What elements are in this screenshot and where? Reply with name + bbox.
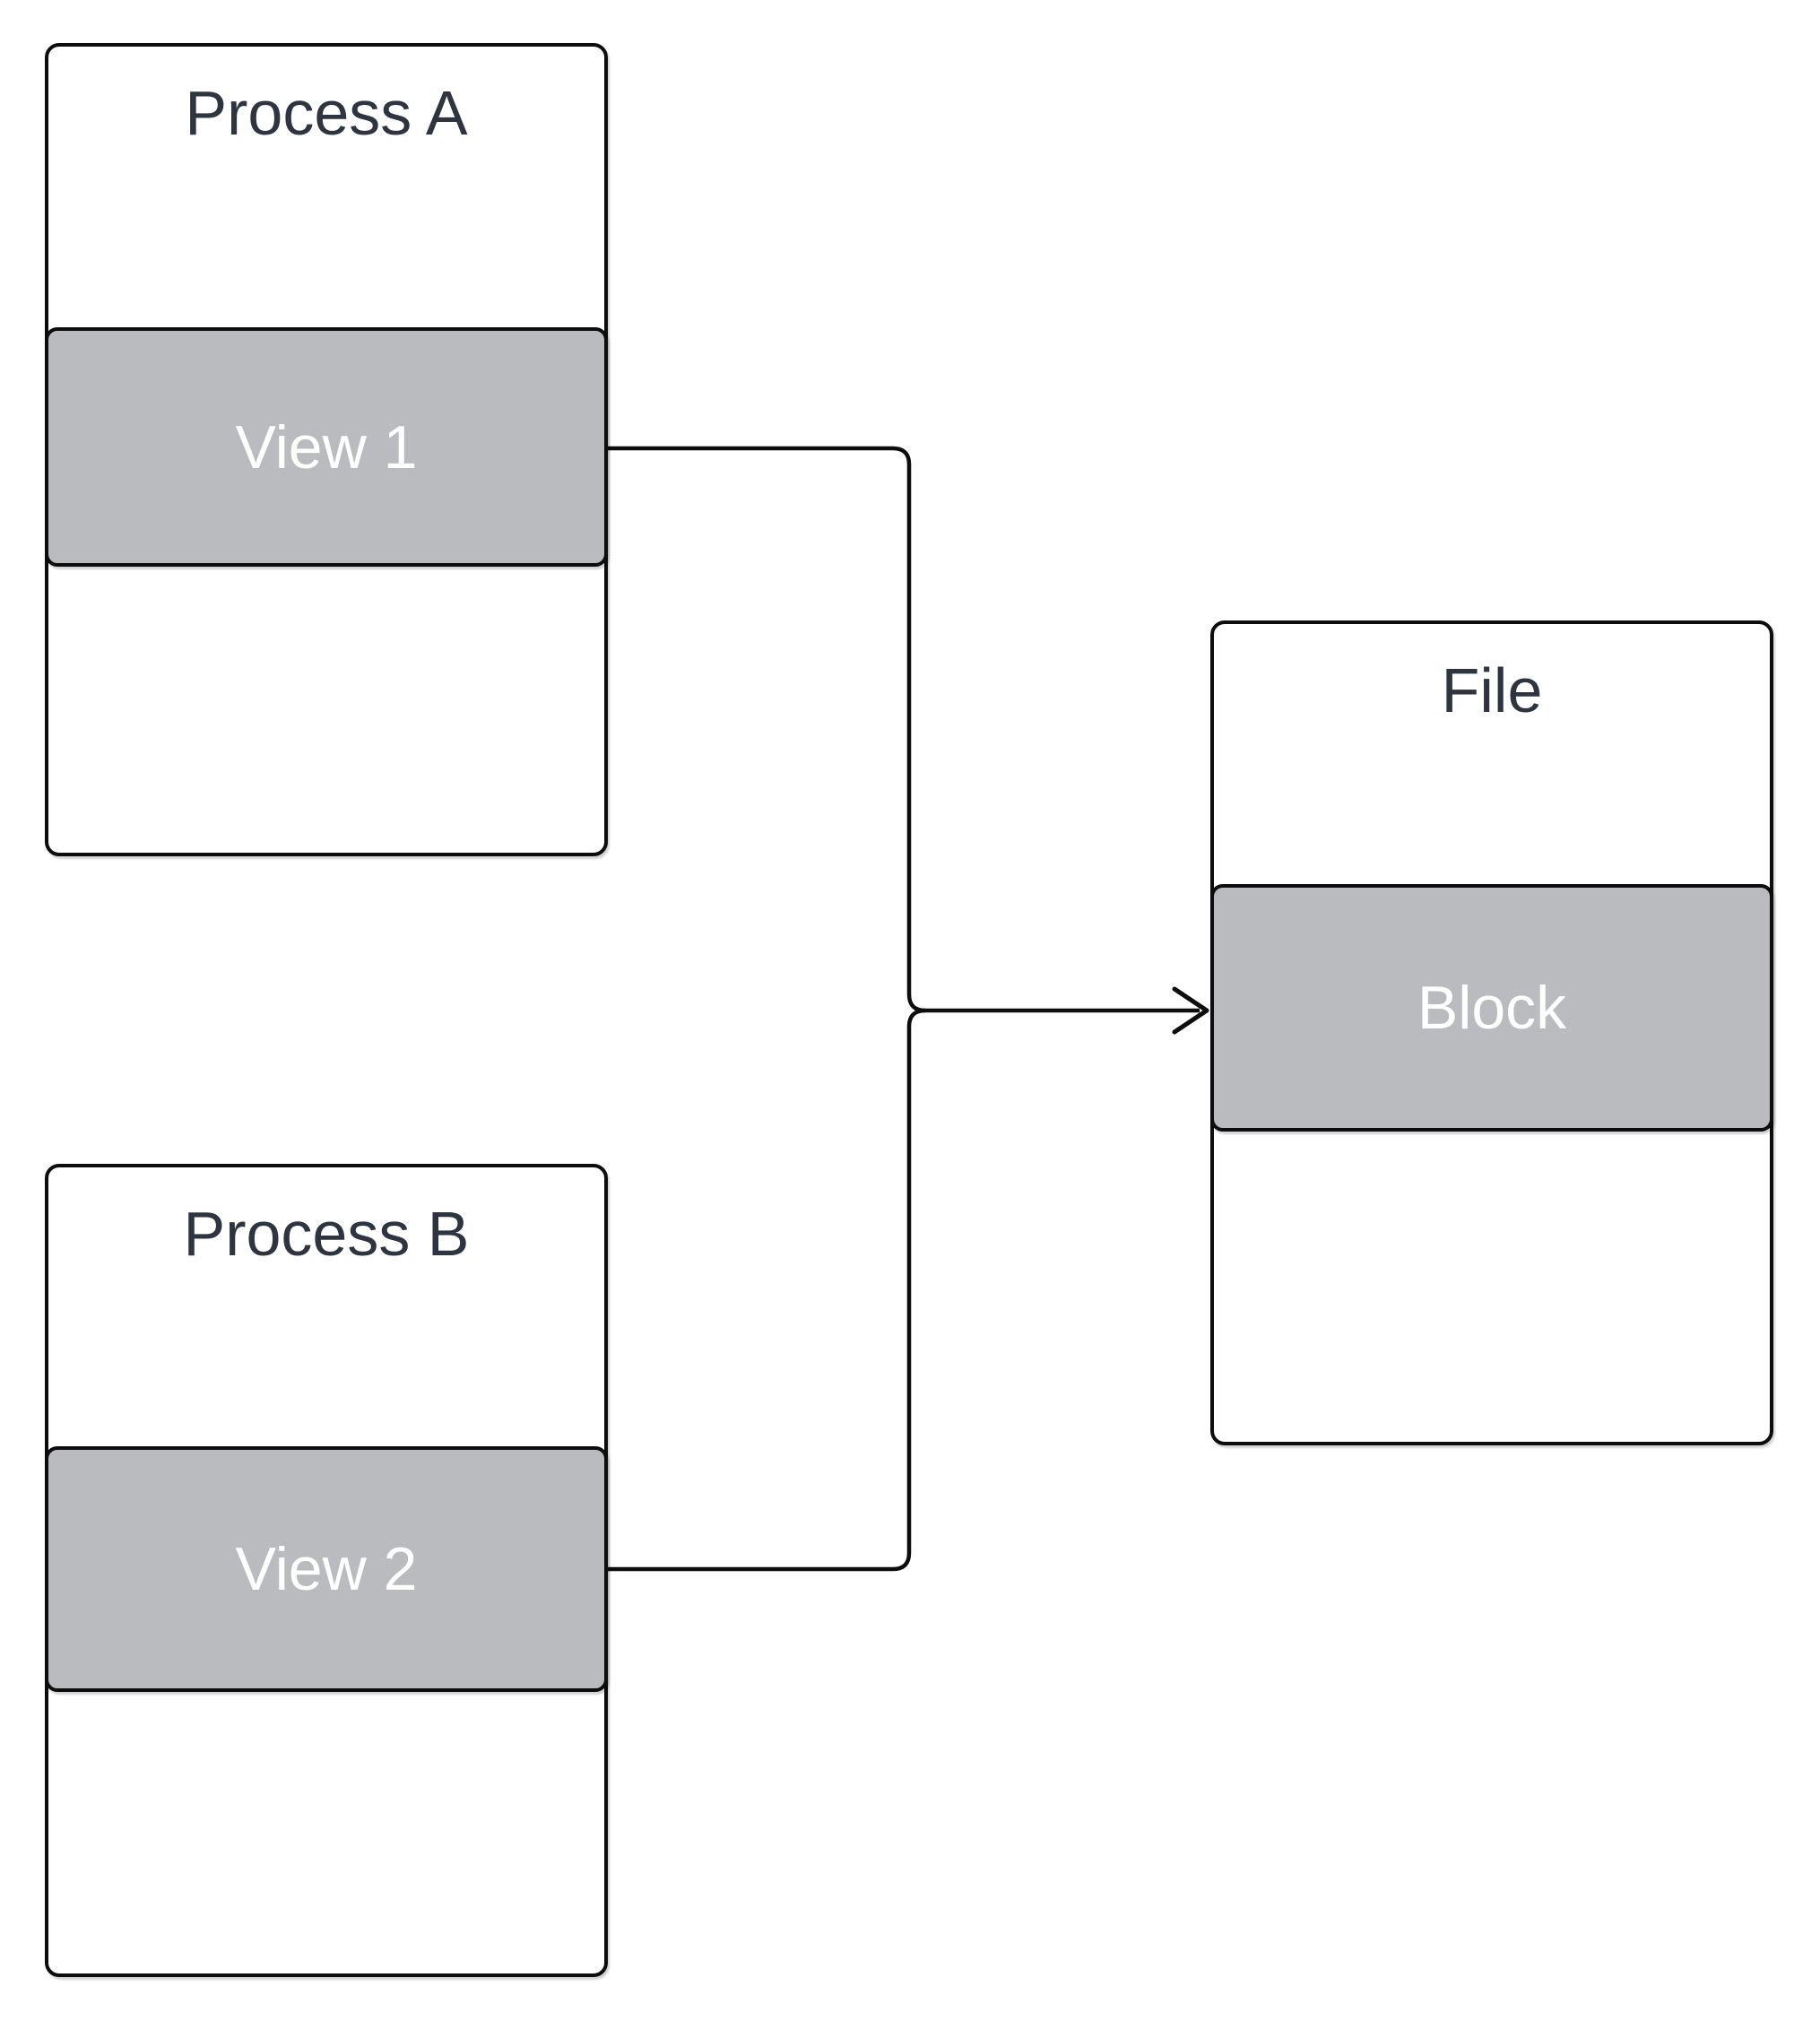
- file-node: File Block: [1210, 620, 1773, 1445]
- process-b-node: Process B View 2: [45, 1164, 608, 1977]
- view-2-band: View 2: [45, 1446, 608, 1692]
- view-1-band: View 1: [45, 327, 608, 567]
- view-2-label: View 2: [235, 1535, 418, 1603]
- process-a-node: Process A View 1: [45, 43, 608, 856]
- process-a-title: Process A: [185, 78, 468, 148]
- connector-view1-to-block: [608, 446, 1200, 1013]
- process-b-title: Process B: [183, 1199, 470, 1269]
- file-title: File: [1441, 655, 1543, 725]
- block-band: Block: [1210, 884, 1773, 1132]
- block-label: Block: [1417, 974, 1567, 1042]
- arrow-head-icon: [1172, 986, 1209, 1035]
- view-1-label: View 1: [235, 412, 418, 481]
- connector-view2-to-block: [608, 1008, 926, 1572]
